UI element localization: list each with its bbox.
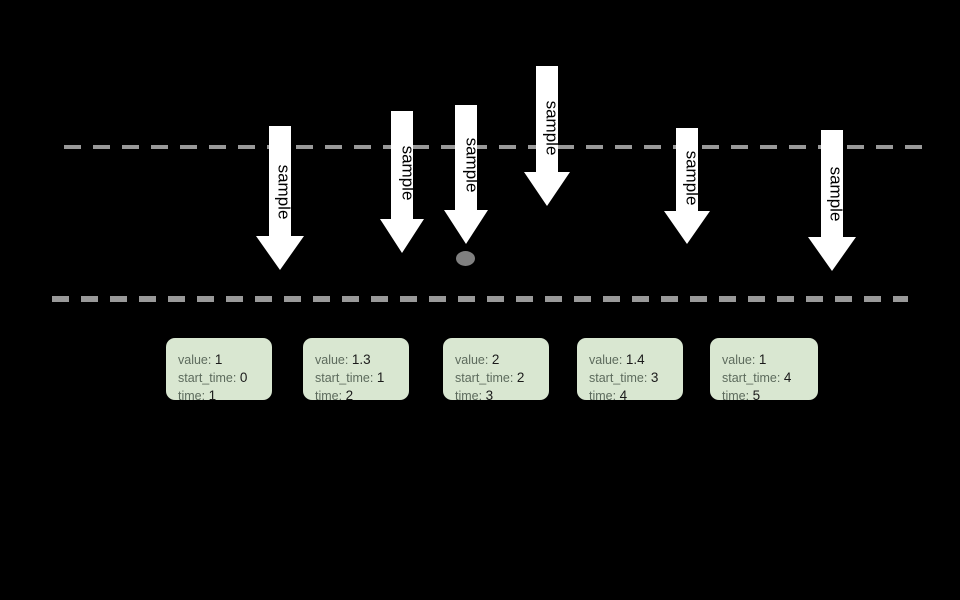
value-label: value: [722, 353, 756, 367]
start-time-label: start_time: [315, 371, 374, 385]
result-box-3[interactable]: value: 2 start_time: 2 time: 3 [443, 338, 549, 403]
result-row-time: time: 4 [589, 387, 683, 405]
value-label: value: [455, 353, 489, 367]
start-time-value: 0 [239, 370, 248, 385]
sample-dot [456, 251, 475, 266]
time-label: time: [722, 389, 750, 403]
result-row-time: time: 2 [315, 387, 409, 405]
time-value: 3 [485, 388, 494, 403]
result-row-value: value: 2 [455, 351, 549, 369]
result-row-start-time: start_time: 4 [722, 369, 818, 387]
start-time-label: start_time: [455, 371, 514, 385]
sample-arrow-6[interactable]: sample [808, 130, 856, 271]
down-arrow-icon [524, 66, 570, 206]
time-value: 5 [752, 388, 761, 403]
result-row-value: value: 1 [178, 351, 272, 369]
start-time-value: 1 [376, 370, 385, 385]
start-time-value: 4 [783, 370, 792, 385]
value-label: value: [178, 353, 212, 367]
down-arrow-icon [380, 111, 424, 253]
result-row-start-time: start_time: 3 [589, 369, 683, 387]
time-label: time: [455, 389, 483, 403]
start-time-label: start_time: [178, 371, 237, 385]
sample-arrow-1[interactable]: sample [256, 126, 304, 270]
result-row-time: time: 1 [178, 387, 272, 405]
value-value: 1.3 [351, 352, 371, 367]
sample-arrow-4[interactable]: sample [524, 66, 570, 206]
value-value: 1.4 [625, 352, 645, 367]
result-box-4[interactable]: value: 1.4 start_time: 3 time: 4 [577, 338, 683, 403]
down-arrow-icon [444, 105, 488, 244]
result-box-1[interactable]: value: 1 start_time: 0 time: 1 [166, 338, 272, 403]
start-time-value: 3 [650, 370, 659, 385]
result-row-time: time: 5 [722, 387, 818, 405]
result-row-value: value: 1 [722, 351, 818, 369]
start-time-label: start_time: [722, 371, 781, 385]
time-label: time: [178, 389, 206, 403]
sample-arrow-2[interactable]: sample [380, 111, 424, 253]
down-arrow-icon [808, 130, 856, 271]
value-value: 1 [214, 352, 223, 367]
time-label: time: [315, 389, 343, 403]
down-arrow-icon [664, 128, 710, 244]
time-value: 4 [619, 388, 628, 403]
value-value: 2 [491, 352, 500, 367]
result-row-value: value: 1.4 [589, 351, 683, 369]
value-label: value: [589, 353, 623, 367]
result-box-2[interactable]: value: 1.3 start_time: 1 time: 2 [303, 338, 409, 403]
start-time-label: start_time: [589, 371, 648, 385]
sample-arrow-3[interactable]: sample [444, 105, 488, 244]
value-value: 1 [758, 352, 767, 367]
down-arrow-icon [256, 126, 304, 270]
sample-arrow-5[interactable]: sample [664, 128, 710, 244]
result-row-value: value: 1.3 [315, 351, 409, 369]
value-label: value: [315, 353, 349, 367]
result-box-5[interactable]: value: 1 start_time: 4 time: 5 [710, 338, 818, 403]
result-row-time: time: 3 [455, 387, 549, 405]
time-value: 2 [345, 388, 354, 403]
result-row-start-time: start_time: 1 [315, 369, 409, 387]
time-value: 1 [208, 388, 217, 403]
upper-stream-line [64, 145, 927, 149]
start-time-value: 2 [516, 370, 525, 385]
lower-stream-line [52, 296, 908, 302]
result-row-start-time: start_time: 2 [455, 369, 549, 387]
time-label: time: [589, 389, 617, 403]
result-row-start-time: start_time: 0 [178, 369, 272, 387]
